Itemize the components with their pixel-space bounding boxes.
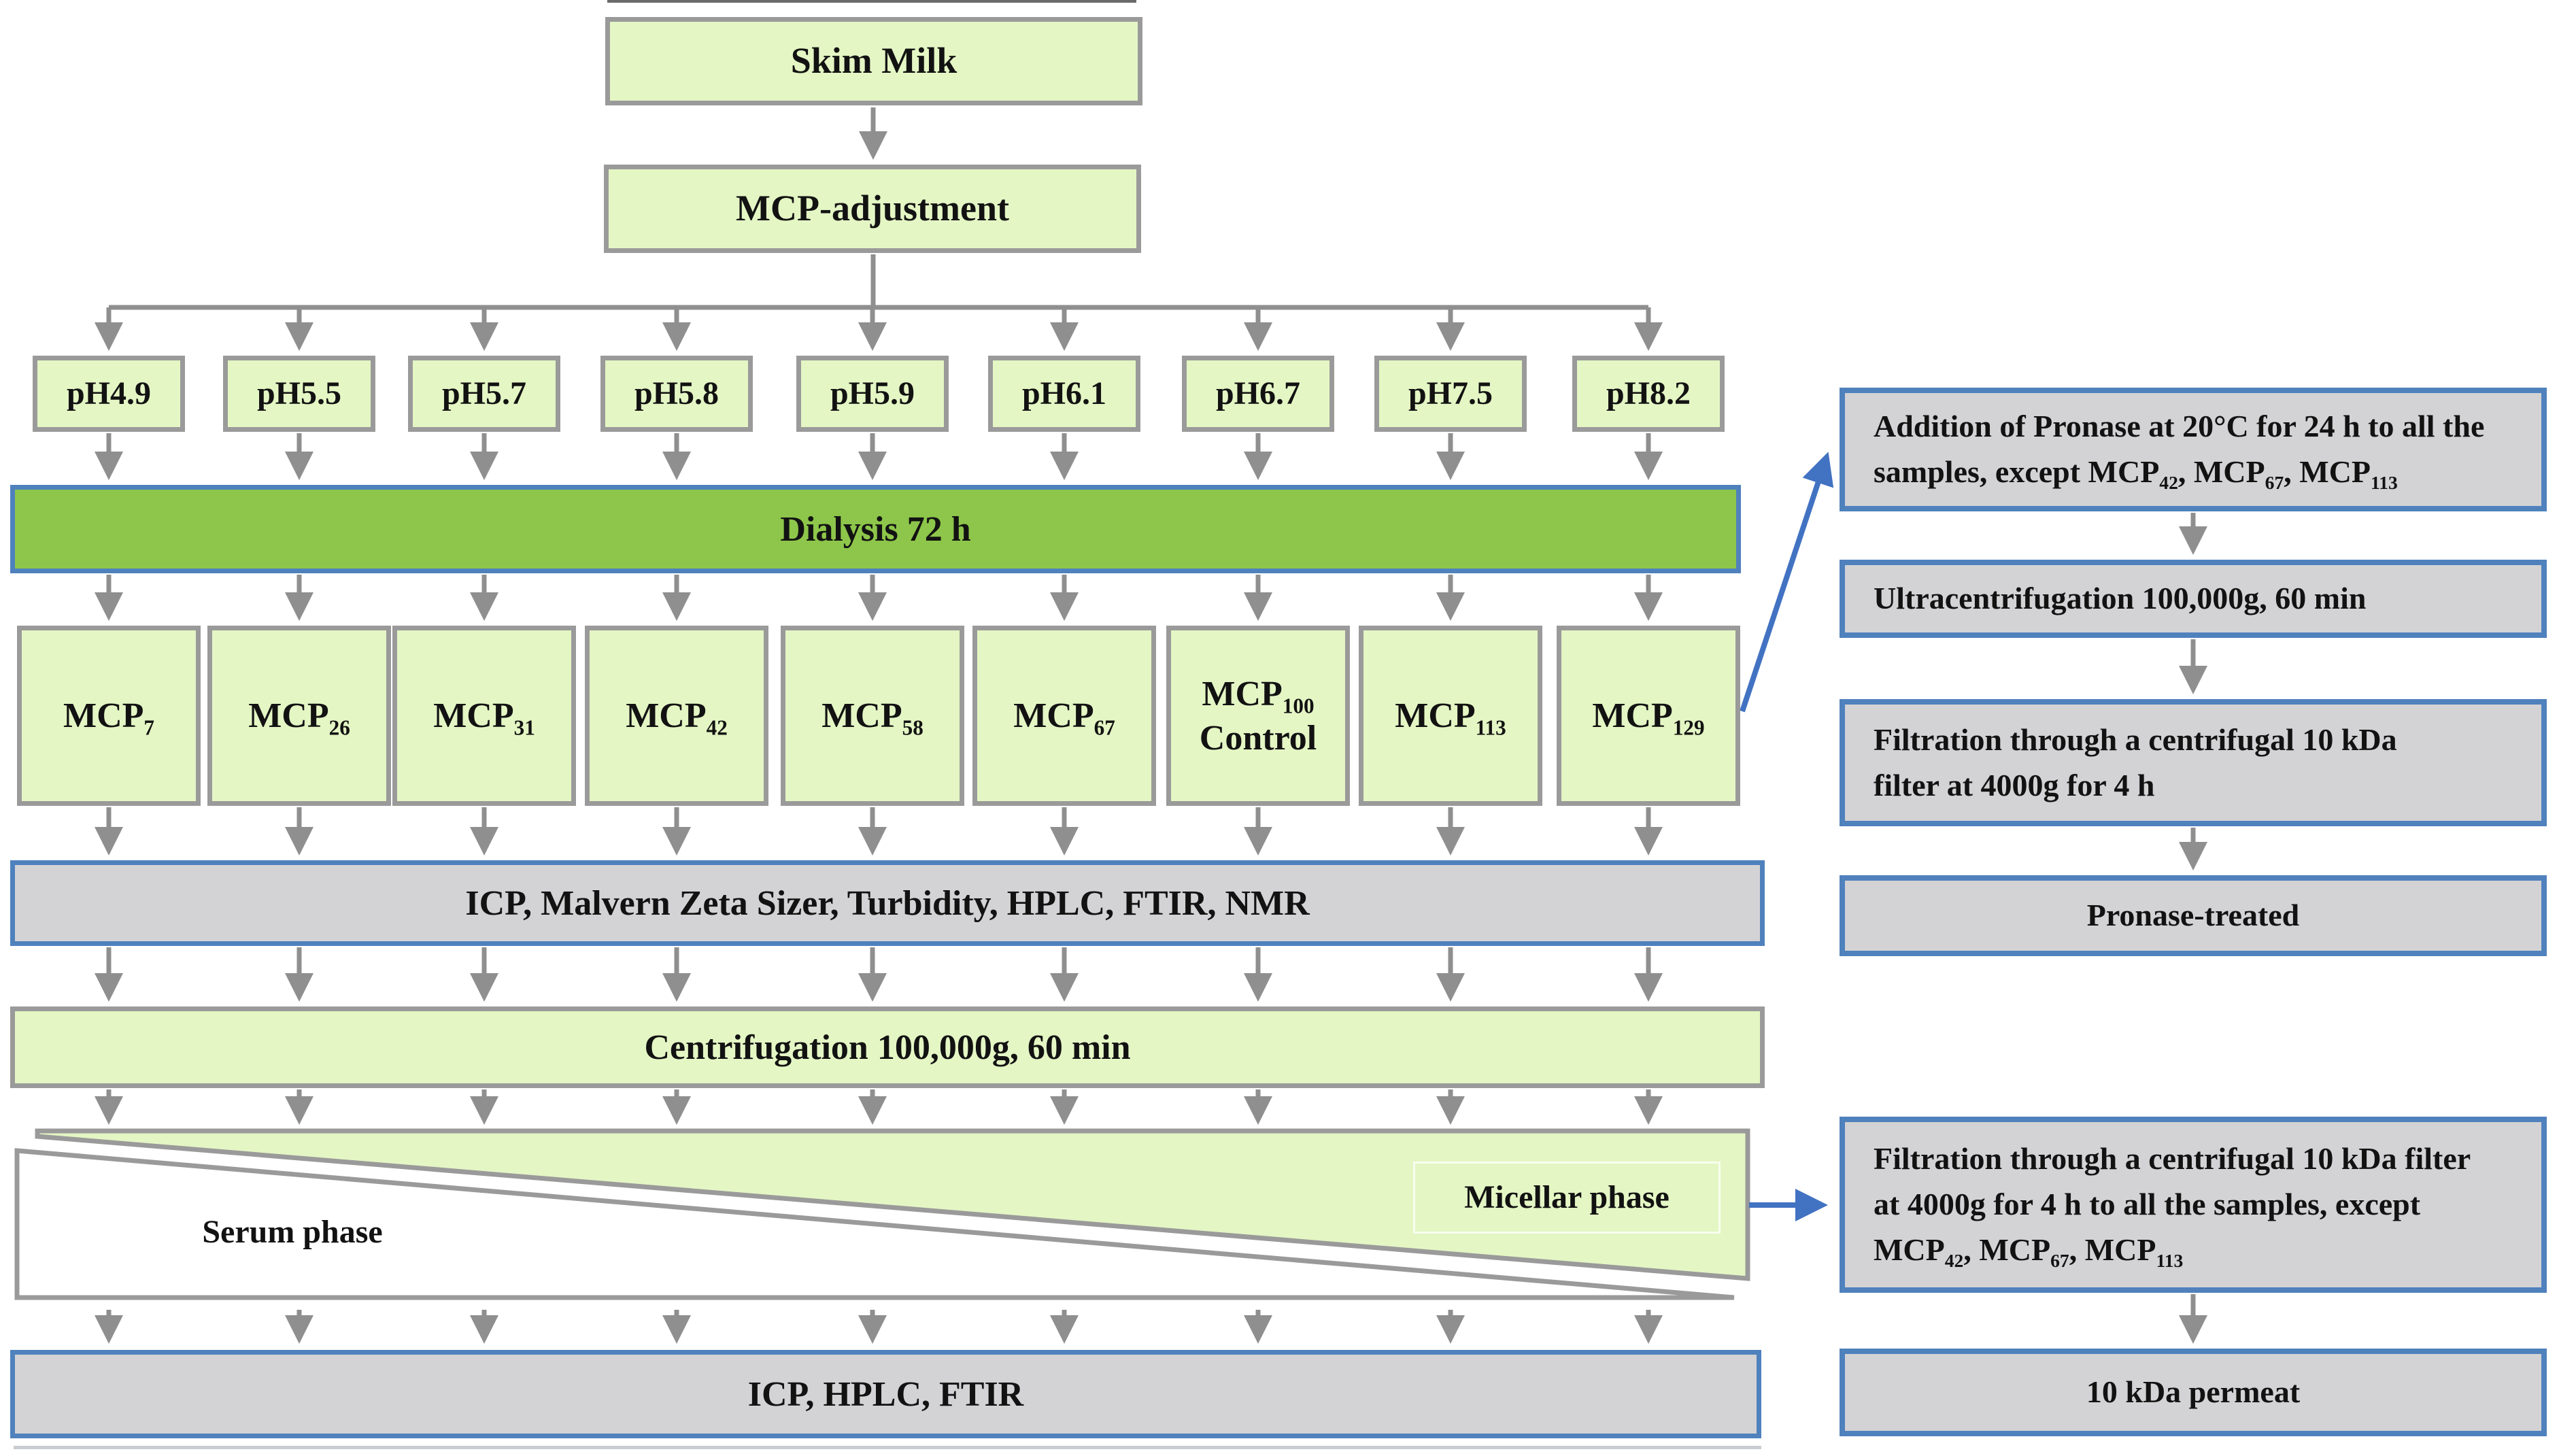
node-mcp-113: MCP113 (1359, 626, 1542, 806)
node-10kda-permeat: 10 kDa permeat (1840, 1349, 2547, 1436)
node-mcp-129: MCP129 (1557, 626, 1740, 806)
node-ph-5-9: pH5.9 (796, 356, 949, 432)
node-mcp-42: MCP42 (585, 626, 768, 806)
node-mcp-26: MCP26 (207, 626, 391, 806)
bar-dialysis: Dialysis 72 h (10, 485, 1741, 573)
node-mcp-58: MCP58 (781, 626, 964, 806)
node-pronase-addition: Addition of Pronase at 20°C for 24 h to … (1840, 388, 2547, 511)
node-ph-5-7: pH5.7 (408, 356, 560, 432)
arrows-centrifugation-to-phases (95, 1089, 1663, 1125)
bar-analysis-1: ICP, Malvern Zeta Sizer, Turbidity, HPLC… (10, 860, 1765, 946)
node-mcp-31: MCP31 (392, 626, 576, 806)
micellar-phase-label: Micellar phase (1413, 1162, 1721, 1234)
node-ph-5-5: pH5.5 (223, 356, 375, 432)
node-pronase-treated: Pronase-treated (1840, 875, 2547, 956)
node-ph-7-5: pH7.5 (1374, 356, 1527, 432)
arrows-mcp-to-analysis1 (95, 807, 1663, 856)
node-ph-6-1: pH6.1 (988, 356, 1140, 432)
bar-analysis-2: ICP, HPLC, FTIR (10, 1350, 1761, 1438)
node-ph-8-2: pH8.2 (1572, 356, 1725, 432)
node-ultracentrifugation: Ultracentrifugation 100,000g, 60 min (1840, 560, 2547, 638)
node-ph-5-8: pH5.8 (600, 356, 753, 432)
top-crop-line (607, 0, 1136, 3)
node-filtration-2: Filtration through a centrifugal 10 kDa … (1840, 1117, 2547, 1293)
arrows-analysis1-to-centrifugation (95, 947, 1663, 1002)
serum-phase-label: Serum phase (202, 1214, 383, 1250)
node-mcp-adjustment: MCP-adjustment (604, 165, 1141, 253)
node-mcp-7: MCP7 (17, 626, 201, 806)
node-ph-4-9: pH4.9 (33, 356, 185, 432)
arrow-mcp129-to-pronase (1740, 452, 1834, 713)
arrows-phases-to-analysis2 (95, 1310, 1663, 1344)
bottom-crop-line (14, 1446, 1761, 1449)
node-skim-milk: Skim Milk (605, 17, 1142, 105)
node-mcp-67: MCP67 (972, 626, 1156, 806)
arrows-dialysis-to-mcp (95, 575, 1663, 621)
bar-centrifugation: Centrifugation 100,000g, 60 min (10, 1006, 1765, 1088)
arrows-ph-to-dialysis (95, 433, 1663, 480)
node-ph-6-7: pH6.7 (1182, 356, 1334, 432)
branch-adjustment-to-ph (95, 254, 1663, 351)
